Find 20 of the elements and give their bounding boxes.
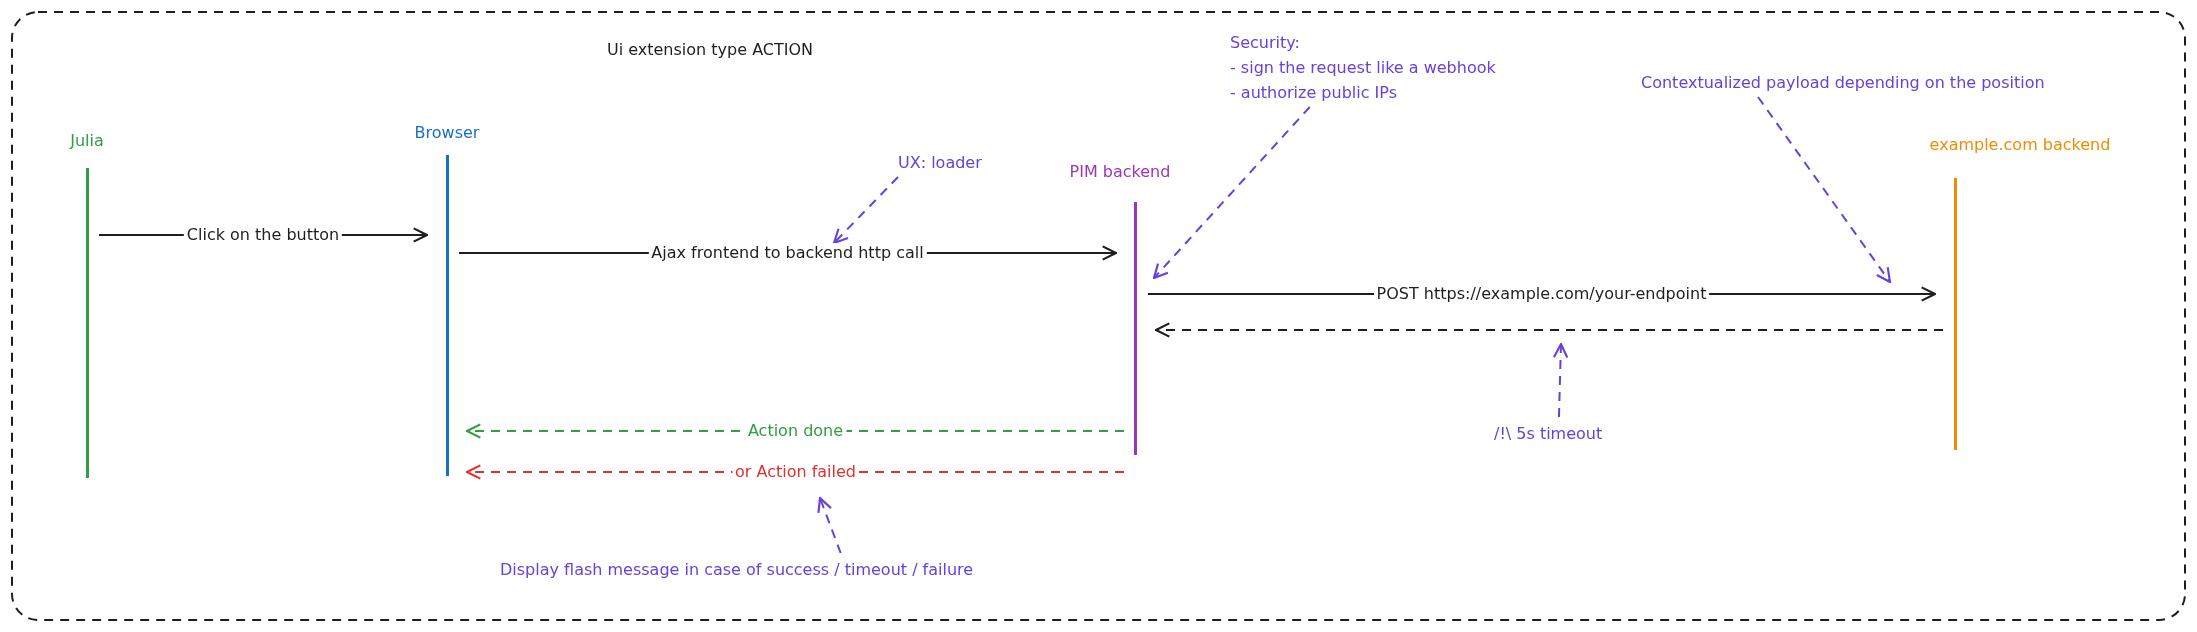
edge-label: POST https://example.com/your-endpoint [1373, 284, 1710, 304]
annotation-text: Security: [1230, 32, 1301, 54]
arrow [1154, 322, 1944, 338]
annotation-text: /!\ 5s timeout [1494, 423, 1603, 445]
actor-label: example.com backend [1929, 134, 2111, 156]
annotation-text: Display flash message in case of success / timeout / failure [500, 559, 974, 581]
leader-arrow [1152, 106, 1311, 280]
leader-arrow [817, 496, 842, 554]
annotation-text: UX: loader [898, 152, 982, 174]
actor-label: PIM backend [1069, 161, 1171, 183]
leader-arrow [1552, 342, 1569, 418]
edge-label: Ajax frontend to backend http call [648, 243, 927, 263]
annotation-text: - sign the request like a webhook [1230, 57, 1496, 79]
annotation-text: - authorize public IPs [1230, 82, 1398, 104]
actor-label: Browser [414, 122, 480, 144]
leader-arrow [1757, 96, 1892, 284]
actor-label: Julia [70, 130, 104, 152]
annotation-text: Contextualized payload depending on the position [1641, 72, 2045, 94]
leader-arrow [832, 176, 899, 245]
diagram-title: Ui extension type ACTION [607, 40, 813, 59]
